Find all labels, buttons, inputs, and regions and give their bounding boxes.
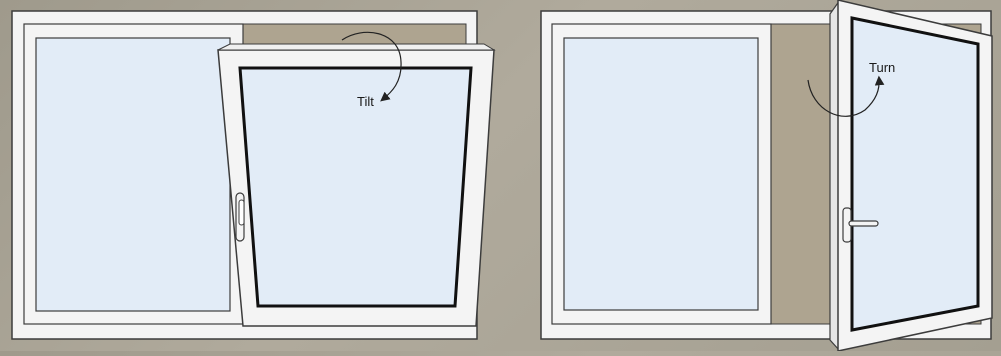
turn-caption: Turn (869, 60, 895, 75)
tilt-fixed-pane-glass (35, 37, 231, 312)
window-handle-icon (235, 192, 245, 242)
turn-fixed-pane-glass (563, 37, 759, 311)
tilt-caption: Tilt (357, 94, 374, 109)
tilt-sash-glass (238, 66, 473, 308)
window-handle-icon (842, 207, 879, 243)
curved-arrow-icon (341, 31, 402, 102)
curved-arrow-icon (807, 75, 885, 117)
tilt-window: Tilt (11, 10, 496, 340)
turn-window: Turn (540, 0, 993, 353)
tilt-sash-top-edge (217, 43, 496, 51)
